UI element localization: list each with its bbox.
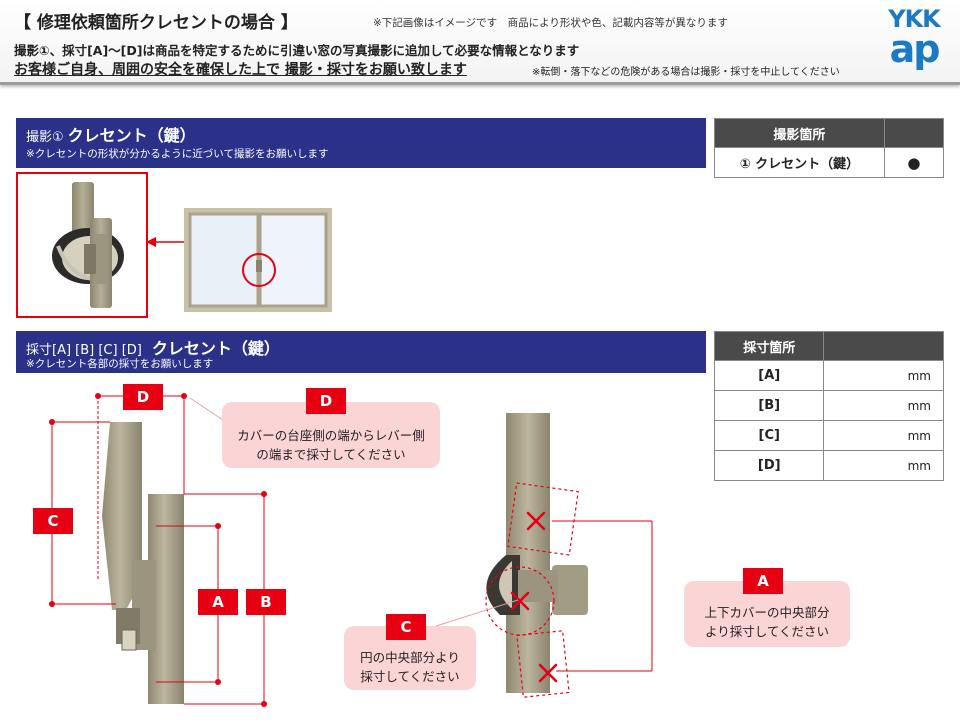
page-header: 【 修理依頼箇所クレセントの場合 】 ※下記画像はイメージです 商品により形状や… [0,0,960,85]
callout-a-line1: 上下カバーの中央部分 [704,605,830,620]
header-safety-note: ※転倒・落下などの危険がある場合は撮影・採寸を中止してください [532,67,840,78]
photo-table: 撮影箇所 ① クレセント（鍵） ● [714,118,945,178]
photo-section-title: クレセント（鍵） [67,126,196,145]
callout-c-line2: 採寸してください [360,669,460,684]
measure-section-prefix: 採寸[A] [B] [C] [D] [26,343,142,358]
crescent-front-diagram [485,413,653,698]
callout-c-tag: C [386,614,426,640]
callout-d-line2: の端まで採寸してください [256,447,406,462]
measure-row-unit: mm [823,390,944,421]
callout-d-line1: カバーの台座側の端からレバー側 [237,428,425,443]
photo-section-subtitle: ※クレセントの形状が分かるように近づいて撮影をお願いします [26,148,329,160]
crescent-photo-frame [16,172,148,318]
measure-section-subtitle: ※クレセント各部の採寸をお願いします [26,358,214,370]
measure-section-title: クレセント（鍵） [151,339,280,358]
label-a-tag: A [198,589,238,615]
page-title: 【 修理依頼箇所クレセントの場合 】 [14,13,298,33]
measure-row-label: [B] [713,390,825,421]
measure-row-unit: mm [823,450,944,481]
photo-table-row-mark: ● [883,147,945,178]
callout-a-line2: より採寸してください [704,624,829,639]
callout-d-tag: D [306,388,346,414]
label-d-tag: D [123,384,163,410]
measure-row-label: [D] [713,450,825,481]
photo-table-header-blank [883,118,945,148]
table-row: [B] mm [713,390,944,421]
label-c-tag: C [33,508,73,534]
crescent-photo-illustration [52,182,124,308]
title-note: ※下記画像はイメージです 商品により形状や色、記載内容等が異なります [373,17,728,29]
callout-a: 上下カバーの中央部分 より採寸してください [684,581,850,647]
callout-c-pointer [435,599,519,627]
header-safety-line: お客様ご自身、周囲の安全を確保した上で 撮影・採寸をお願い致します [14,62,467,78]
crescent-side-diagram [49,393,267,707]
ykk-ap-logo: YKK ap [882,6,946,68]
photo-section-prefix: 撮影① [26,130,64,145]
measure-section-banner: 採寸[A] [B] [C] [D] クレセント（鍵） ※クレセント各部の採寸をお願… [16,331,706,373]
logo-text-top: YKK [888,5,941,33]
table-row: [A] mm [713,360,944,391]
photo-table-header: 撮影箇所 [714,118,885,148]
measure-table: 採寸箇所 [A] mm [B] mm [C] mm [D] mm [713,331,944,481]
measure-row-unit: mm [823,420,944,451]
header-info-line: 撮影①、採寸[A]～[D]は商品を特定するために引違い窓の写真撮影に追加して必要… [14,43,580,58]
measure-row-unit: mm [823,360,944,391]
label-b-tag: B [246,589,286,615]
photo-table-row-label: ① クレセント（鍵） [714,147,885,178]
measure-row-label: [A] [713,360,825,391]
logo-text-bottom: ap [889,27,941,71]
table-row: [C] mm [713,420,944,451]
measure-row-label: [C] [713,420,825,451]
measure-table-header-blank [823,331,944,361]
callout-c-line1: 円の中央部分より [360,650,460,665]
callout-a-tag: A [743,568,783,594]
measure-table-header: 採寸箇所 [713,331,825,361]
window-illustration [184,208,332,312]
table-row: [D] mm [713,450,944,481]
